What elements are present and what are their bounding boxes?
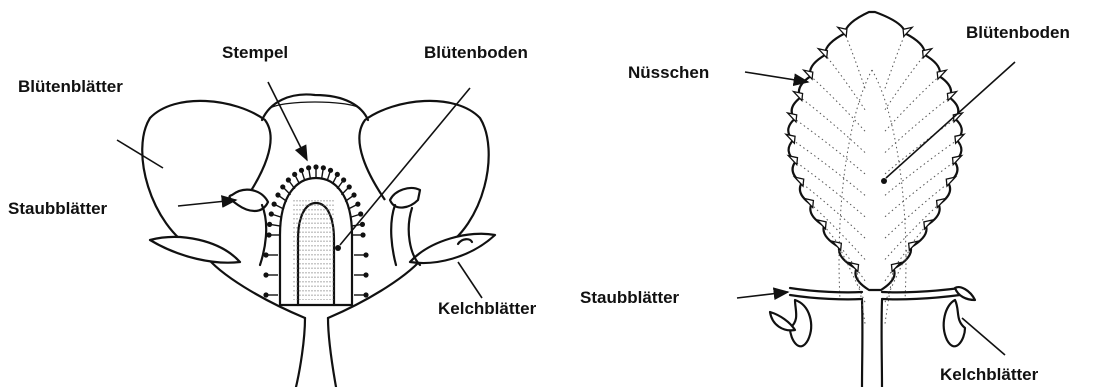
strawberry-sepal-right xyxy=(944,300,965,346)
label-stamens-left: Staubblätter xyxy=(8,199,108,218)
petal-back-edge xyxy=(270,102,360,108)
sepal-right xyxy=(410,234,495,263)
flower-stem xyxy=(296,318,336,387)
label-petals: Blütenblätter xyxy=(18,77,123,96)
label-receptacle-left: Blütenboden xyxy=(424,43,528,62)
petal-back xyxy=(262,94,368,120)
stamen-right-filament xyxy=(391,205,396,265)
label-sepals-left: Kelchblätter xyxy=(438,299,537,318)
strawberry-sepal-right-tip xyxy=(955,287,975,300)
label-receptacle-right: Blütenboden xyxy=(966,23,1070,42)
label-pistil: Stempel xyxy=(222,43,288,62)
strawberry-body xyxy=(788,12,961,290)
label-sepals-right: Kelchblätter xyxy=(940,365,1039,384)
leader-sepals-left xyxy=(458,262,482,298)
receptacle-outer xyxy=(280,178,352,305)
label-stamens-right: Staubblätter xyxy=(580,288,680,307)
sepal-left xyxy=(150,237,240,263)
petal-right xyxy=(359,101,488,250)
flower-cross-section xyxy=(142,94,495,387)
strawberry-stem xyxy=(862,300,882,387)
receptacle-dot-left xyxy=(335,245,341,251)
leader-sepals-right xyxy=(962,318,1005,355)
strawberry-base-ring-2 xyxy=(790,295,960,299)
strawberry-fruit xyxy=(770,12,975,387)
receptacle-dot-right xyxy=(881,178,887,184)
strawberry-sepal-left-tip xyxy=(770,312,795,330)
label-achenes: Nüsschen xyxy=(628,63,709,82)
petal-left xyxy=(142,101,270,250)
leader-stamens-right xyxy=(737,292,788,298)
leader-achenes xyxy=(745,72,808,82)
strawberry-sepal-left xyxy=(790,300,811,346)
